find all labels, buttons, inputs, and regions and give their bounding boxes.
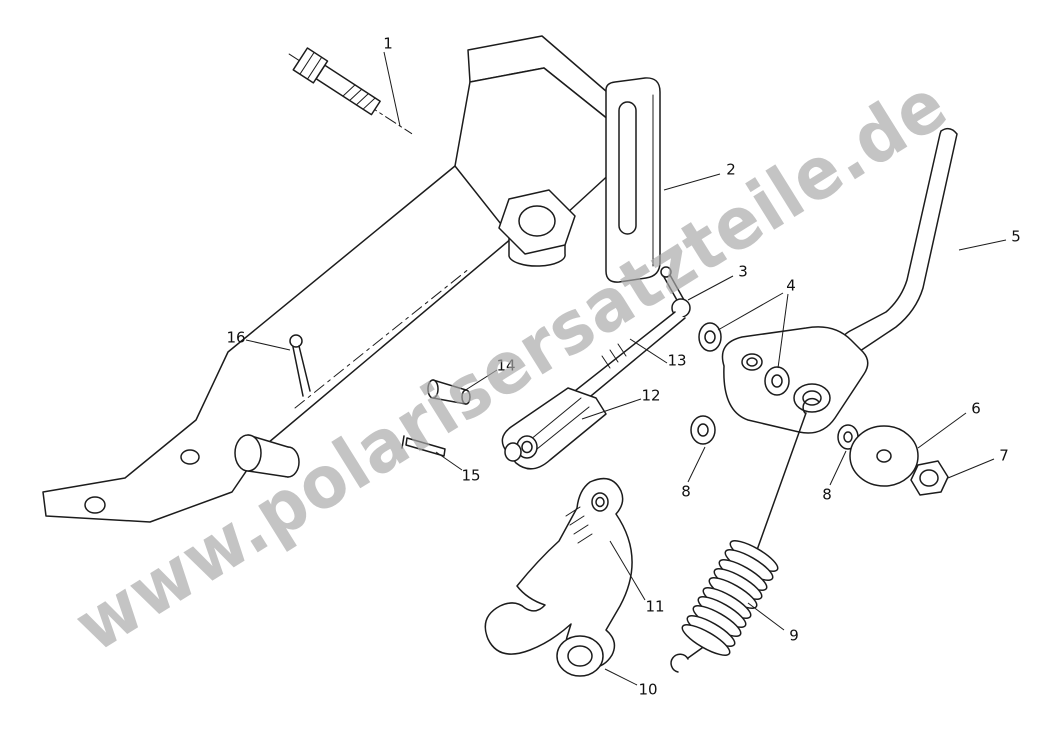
leader-line-11	[609, 540, 646, 601]
disc-washer	[849, 425, 919, 487]
leader-line-8	[687, 446, 706, 483]
washer-upper	[698, 322, 722, 352]
callout-14-14: 14	[496, 357, 515, 375]
callout-13-13: 13	[667, 352, 686, 370]
hooked-lever	[484, 477, 633, 669]
small-pin	[401, 435, 446, 457]
callout-9-9: 9	[789, 627, 799, 645]
callout-5-4: 5	[1011, 228, 1021, 246]
slotted-bracket	[605, 77, 661, 283]
arm-centerline	[294, 267, 471, 409]
callout-10-10: 10	[638, 681, 657, 699]
hex-nut	[910, 460, 949, 496]
ball-stud	[660, 266, 672, 278]
callout-8-8: 8	[822, 486, 832, 504]
clevis	[501, 387, 607, 470]
hex-bolt	[288, 47, 413, 135]
leader-line-5	[958, 239, 1007, 251]
leader-lines	[245, 51, 1007, 686]
leader-line-14	[463, 369, 498, 392]
callout-16-16: 16	[226, 329, 245, 347]
link-rod	[565, 266, 691, 411]
bushing	[556, 635, 604, 677]
callout-11-11: 11	[645, 598, 664, 616]
callout-1-0: 1	[383, 35, 393, 53]
leader-line-4	[717, 292, 784, 331]
bracket-bushing	[234, 434, 300, 478]
leader-line-1	[383, 51, 401, 127]
bracket-slot	[618, 101, 637, 235]
callout-7-6: 7	[999, 447, 1009, 465]
leader-line-15	[435, 451, 463, 471]
pivot-nut	[498, 189, 576, 267]
leader-line-13	[629, 338, 668, 364]
spring	[670, 397, 820, 673]
spring-top-hook	[802, 397, 820, 414]
main-bracket	[42, 35, 615, 523]
spring-bottom-hook	[670, 653, 689, 673]
washer-left-8	[690, 415, 716, 445]
leader-line-9	[747, 602, 785, 631]
cotter-pin	[289, 334, 311, 397]
washer-on-plate	[764, 366, 790, 396]
foot-hole	[84, 496, 106, 514]
callout-12-12: 12	[641, 387, 660, 405]
leader-line-8	[829, 450, 847, 486]
callout-3-2: 3	[738, 263, 748, 281]
cam-plate	[721, 326, 869, 434]
clevis-pin	[427, 379, 471, 405]
leader-line-10	[604, 668, 638, 686]
callout-8-7: 8	[681, 483, 691, 501]
callout-6-5: 6	[971, 400, 981, 418]
leader-line-16	[245, 339, 291, 351]
leader-line-2	[663, 173, 721, 191]
leader-line-6	[917, 412, 967, 449]
leader-line-12	[581, 398, 642, 420]
foot-hole-2	[180, 449, 200, 465]
callout-15-15: 15	[461, 467, 480, 485]
leader-line-4	[777, 293, 789, 369]
callout-4-3: 4	[786, 277, 796, 295]
leader-line-7	[947, 458, 995, 479]
callout-2-1: 2	[726, 161, 736, 179]
leader-line-3	[687, 275, 734, 301]
